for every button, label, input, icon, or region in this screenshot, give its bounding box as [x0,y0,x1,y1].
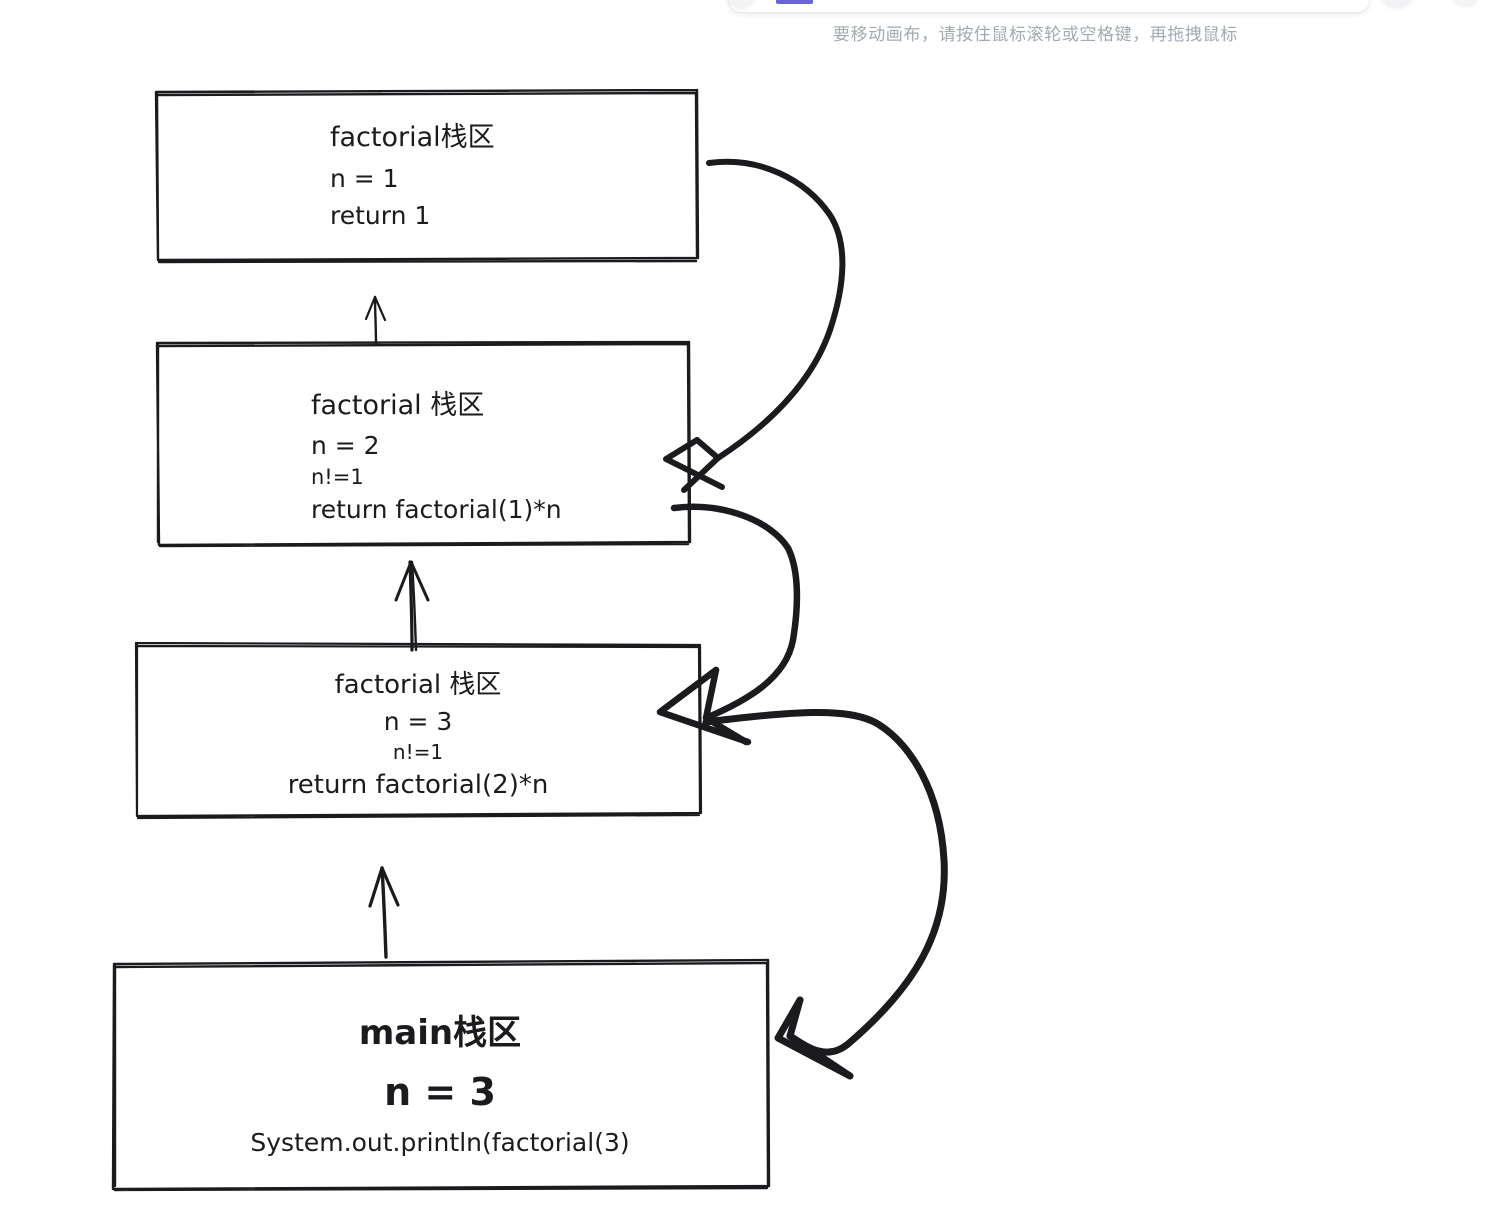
share-orb-icon[interactable] [1381,0,1413,8]
toolbar-island[interactable] [729,0,1369,12]
connector-call-f2-to-f1 [364,295,387,346]
connector-call-main-to-f3 [368,866,400,959]
frame-border-sketch [155,340,692,548]
frame-border-sketch [111,958,771,1192]
frame-border-sketch [134,641,703,820]
stack-frame-main[interactable]: main栈区 n = 3 System.out.println(factoria… [110,958,771,1192]
stack-frame-factorial-2[interactable]: factorial 栈区 n = 2 n!=1 return factorial… [154,340,692,548]
menu-orb-icon[interactable] [726,0,756,8]
active-tool-indicator [776,0,813,4]
canvas-pan-hint: 要移动画布，请按住鼠标滚轮或空格键，再拖拽鼠标 [833,25,1238,44]
stack-frame-factorial-1[interactable]: factorial栈区 n = 1 return 1 [154,88,700,264]
stack-frame-factorial-3[interactable]: factorial 栈区 n = 3 n!=1 return factorial… [134,641,703,820]
connector-call-f3-to-f2 [394,560,430,652]
library-orb-icon[interactable] [1453,0,1479,6]
frame-border-sketch [154,88,700,264]
